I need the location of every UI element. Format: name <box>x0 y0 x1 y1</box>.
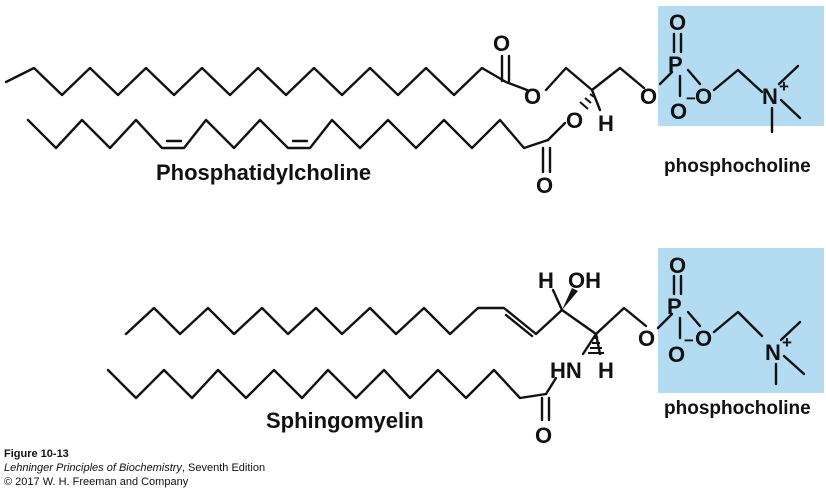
phosphoryl-oxygen: O <box>669 10 686 35</box>
nitrogen-2: N <box>765 340 781 365</box>
amide-oxygen: O <box>535 423 552 448</box>
glycerol-backbone <box>544 66 646 92</box>
hashed-wedge-nh <box>588 337 604 354</box>
ester-oxygen-top: O <box>524 84 541 109</box>
chiral-hydrogen: H <box>598 111 614 136</box>
phosphatidylcholine-label: Phosphatidylcholine <box>156 160 371 185</box>
n-methyl-4 <box>779 320 802 342</box>
copyright: © 2017 W. H. Freeman and Company <box>4 476 189 488</box>
nitrogen: N <box>762 84 778 109</box>
c2-h-bond <box>594 332 602 356</box>
sphingosine-chain <box>124 306 648 336</box>
o-p-bond-2 <box>656 312 674 330</box>
hashed-wedge-bond <box>579 93 595 110</box>
hydroxyl: OH <box>568 268 601 293</box>
ester-bond-bottom <box>546 121 567 142</box>
phosphocholine-highlight-bottom <box>658 248 824 393</box>
phosphorus-2: P <box>667 294 682 319</box>
phosphorus: P <box>668 52 683 77</box>
backbone-oxygen: O <box>638 326 655 351</box>
carbonyl-oxygen-top: O <box>493 31 510 56</box>
book-edition: , Seventh Edition <box>182 462 265 474</box>
o-p-bond <box>658 70 674 86</box>
n-c-amide-bond <box>544 376 558 396</box>
n-methyl-5 <box>782 354 806 376</box>
solid-wedge-oh <box>562 288 578 310</box>
trans-double-bond <box>504 313 534 338</box>
ester-oxygen-bottom: O <box>566 108 583 133</box>
phosphate-oxygen-anion-2: O <box>668 342 685 367</box>
plus-charge-2: + <box>782 333 792 352</box>
phosphate-oxygen-anion: O <box>670 99 687 124</box>
unsaturated-acyl-chain <box>26 118 550 150</box>
c2-hn-bond <box>581 332 598 356</box>
phosphocholine-label-top: phosphocholine <box>664 156 811 177</box>
choline-ethyl <box>712 68 764 94</box>
figure-number: Figure 10-13 <box>4 448 69 460</box>
glycerol-oxygen: O <box>640 84 657 109</box>
p-o-choline-bond <box>686 68 702 86</box>
amide-acyl-chain <box>106 368 548 400</box>
choline-oxygen: O <box>695 84 712 109</box>
book-title: Lehninger Principles of Biochemistry <box>4 462 183 474</box>
phosphocholine-label-bottom: phosphocholine <box>664 398 811 419</box>
p-o-choline-bond-2 <box>686 310 702 328</box>
c3-h-bond <box>551 288 564 312</box>
carbonyl-oxygen-bottom: O <box>536 173 553 198</box>
minus-charge-2: − <box>684 331 694 350</box>
ester-bond-top <box>504 80 529 92</box>
book-title-line: Lehninger Principles of Biochemistry, Se… <box>4 462 265 474</box>
phosphoryl-oxygen-2: O <box>669 253 686 278</box>
sphingomyelin-label: Sphingomyelin <box>266 408 424 433</box>
choline-ethyl-2 <box>712 310 764 338</box>
hydrogen-c3: H <box>538 268 554 293</box>
n-methyl-2 <box>779 98 802 120</box>
n-methyl-1 <box>777 64 800 86</box>
saturated-acyl-chain <box>4 66 508 97</box>
hydrogen-c2: H <box>598 358 614 383</box>
plus-charge: + <box>779 77 789 96</box>
minus-charge: − <box>686 89 696 108</box>
chiral-h-bond <box>590 88 602 112</box>
choline-oxygen-2: O <box>695 326 712 351</box>
